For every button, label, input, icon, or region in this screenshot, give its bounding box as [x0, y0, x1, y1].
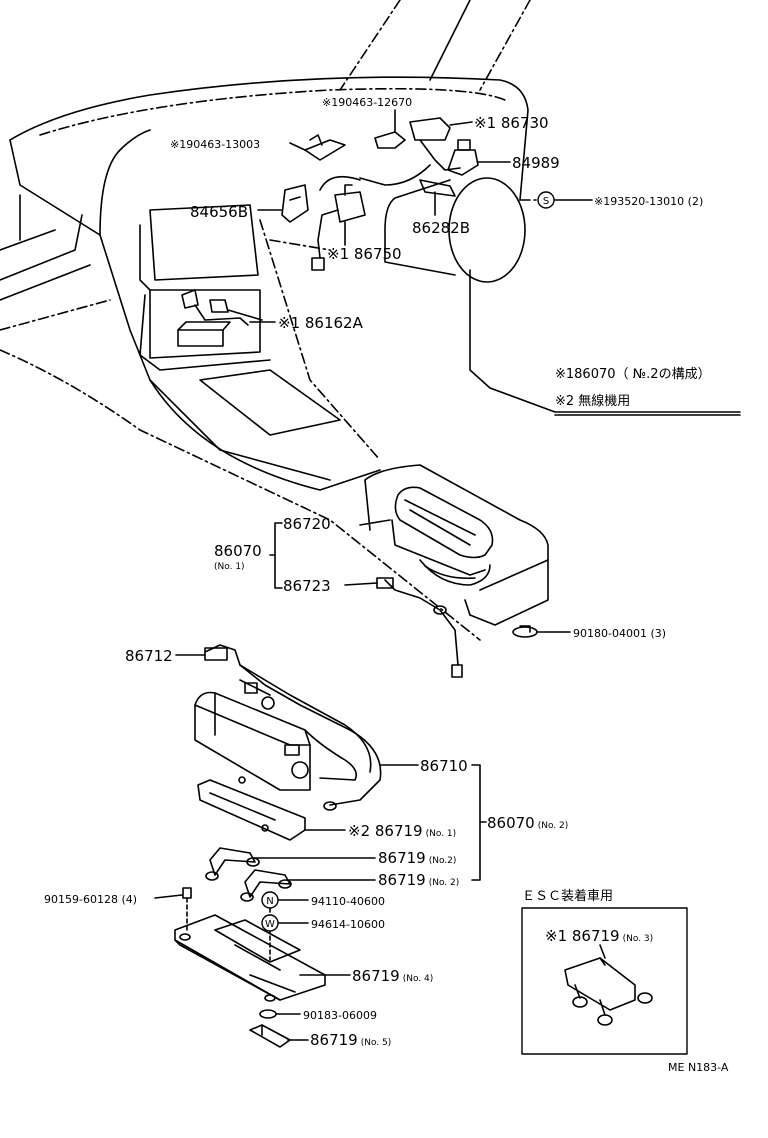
esc-part: ※1 86719(No. 3) [545, 927, 654, 945]
washer-90183 [259, 1009, 277, 1019]
coiled-cord [419, 559, 491, 586]
callout-86723: 86723 [283, 577, 331, 595]
leader-p12 [344, 582, 378, 586]
bracket-no2-a [209, 847, 256, 876]
callout-84656B: 84656B [190, 203, 249, 221]
a-pillar-right [479, 0, 531, 91]
console-side-dashed [0, 349, 481, 641]
bracket-no2-b [244, 869, 291, 898]
part-86282B-grille [419, 179, 456, 197]
part-90463-13003 [304, 139, 346, 161]
armrest-box [364, 464, 549, 626]
note-leader [469, 269, 741, 413]
w-circle [261, 914, 279, 932]
callout-90463-12670: ※190463-12670 [322, 96, 413, 109]
drawing-code: ME N183-A [668, 1061, 729, 1074]
callout-86070-no1-sub: (No. 1) [214, 562, 245, 572]
part-90463-12670 [374, 131, 406, 149]
esc-title: ＥＳＣ装着車用 [522, 889, 614, 904]
callout-90180-04001: 90180-04001 (3) [573, 627, 667, 640]
a-pillar-left [339, 0, 401, 91]
dash-curve [99, 129, 151, 236]
leader-p3 [449, 121, 473, 126]
note-1: ※186070（ №.2の構成） [555, 367, 711, 382]
callout-86712: 86712 [125, 647, 173, 665]
callout-90159-60128: 90159-60128 (4) [44, 893, 138, 906]
esc-frame [521, 907, 688, 1055]
callout-93520-13010: ※193520-13010 (2) [594, 195, 704, 208]
s-circle [537, 191, 555, 209]
a-pillar-edge [429, 0, 471, 81]
callout-86282B: 86282B [412, 219, 471, 237]
console-tray [199, 369, 341, 436]
callout-94110-40600: 94110-40600 [311, 895, 385, 908]
module-86162A [177, 329, 224, 347]
center-stack-upper [149, 204, 259, 281]
callout-86162A: ※1 86162A [278, 314, 363, 332]
dash-top-dashed [39, 87, 506, 136]
callout-86730: ※1 86730 [474, 114, 549, 132]
leader-p20 [154, 894, 183, 899]
dash-top-outline [9, 76, 529, 201]
s-symbol: S [543, 196, 549, 207]
n-circle [261, 891, 279, 909]
part-86750 [334, 191, 366, 223]
plate-no4 [174, 914, 326, 1001]
cylinder-end [448, 177, 526, 283]
callout-86719-no5: 86719(No. 5) [310, 1031, 392, 1049]
callout-90183-06009: 90183-06009 [303, 1009, 377, 1022]
bracket-86070 [274, 522, 283, 589]
callout-86719-no2b: 86719(No. 2) [378, 871, 460, 889]
leader-p10 [359, 519, 391, 526]
callout-90463-13003: ※190463-13003 [170, 138, 261, 151]
clip-no5 [249, 1024, 291, 1048]
part-84656B [281, 184, 309, 223]
callout-86750: ※1 86750 [327, 245, 402, 263]
callout-86719-no4: 86719(No. 4) [352, 967, 434, 985]
w-symbol: W [265, 919, 275, 930]
callout-94614-10600: 94614-10600 [311, 918, 385, 931]
callout-86070-no1: 86070 [214, 542, 262, 560]
callout-86070-no2: 86070(No. 2) [487, 814, 569, 832]
bracket-86070-no2 [471, 764, 487, 881]
callout-86710: 86710 [420, 757, 468, 775]
callout-86719-no2a: 86719(No.2) [378, 849, 457, 867]
bolt-90159 [182, 887, 192, 899]
amp-unit [194, 704, 311, 791]
leader-p2 [289, 142, 306, 151]
handset [394, 486, 494, 559]
nut-90180 [512, 626, 538, 638]
dash-left-lines [0, 229, 56, 251]
part-84989 [447, 149, 479, 176]
callout-84989: 84989 [512, 154, 560, 172]
note-2: ※2 無線機用 [555, 394, 631, 409]
center-stack-lower [149, 289, 261, 359]
n-symbol: N [266, 896, 273, 907]
part-86730 [409, 117, 451, 141]
callout-86719-no1: ※2 86719(No. 1) [348, 822, 457, 840]
dash-left-face [9, 139, 331, 481]
callout-86720: 86720 [283, 515, 331, 533]
